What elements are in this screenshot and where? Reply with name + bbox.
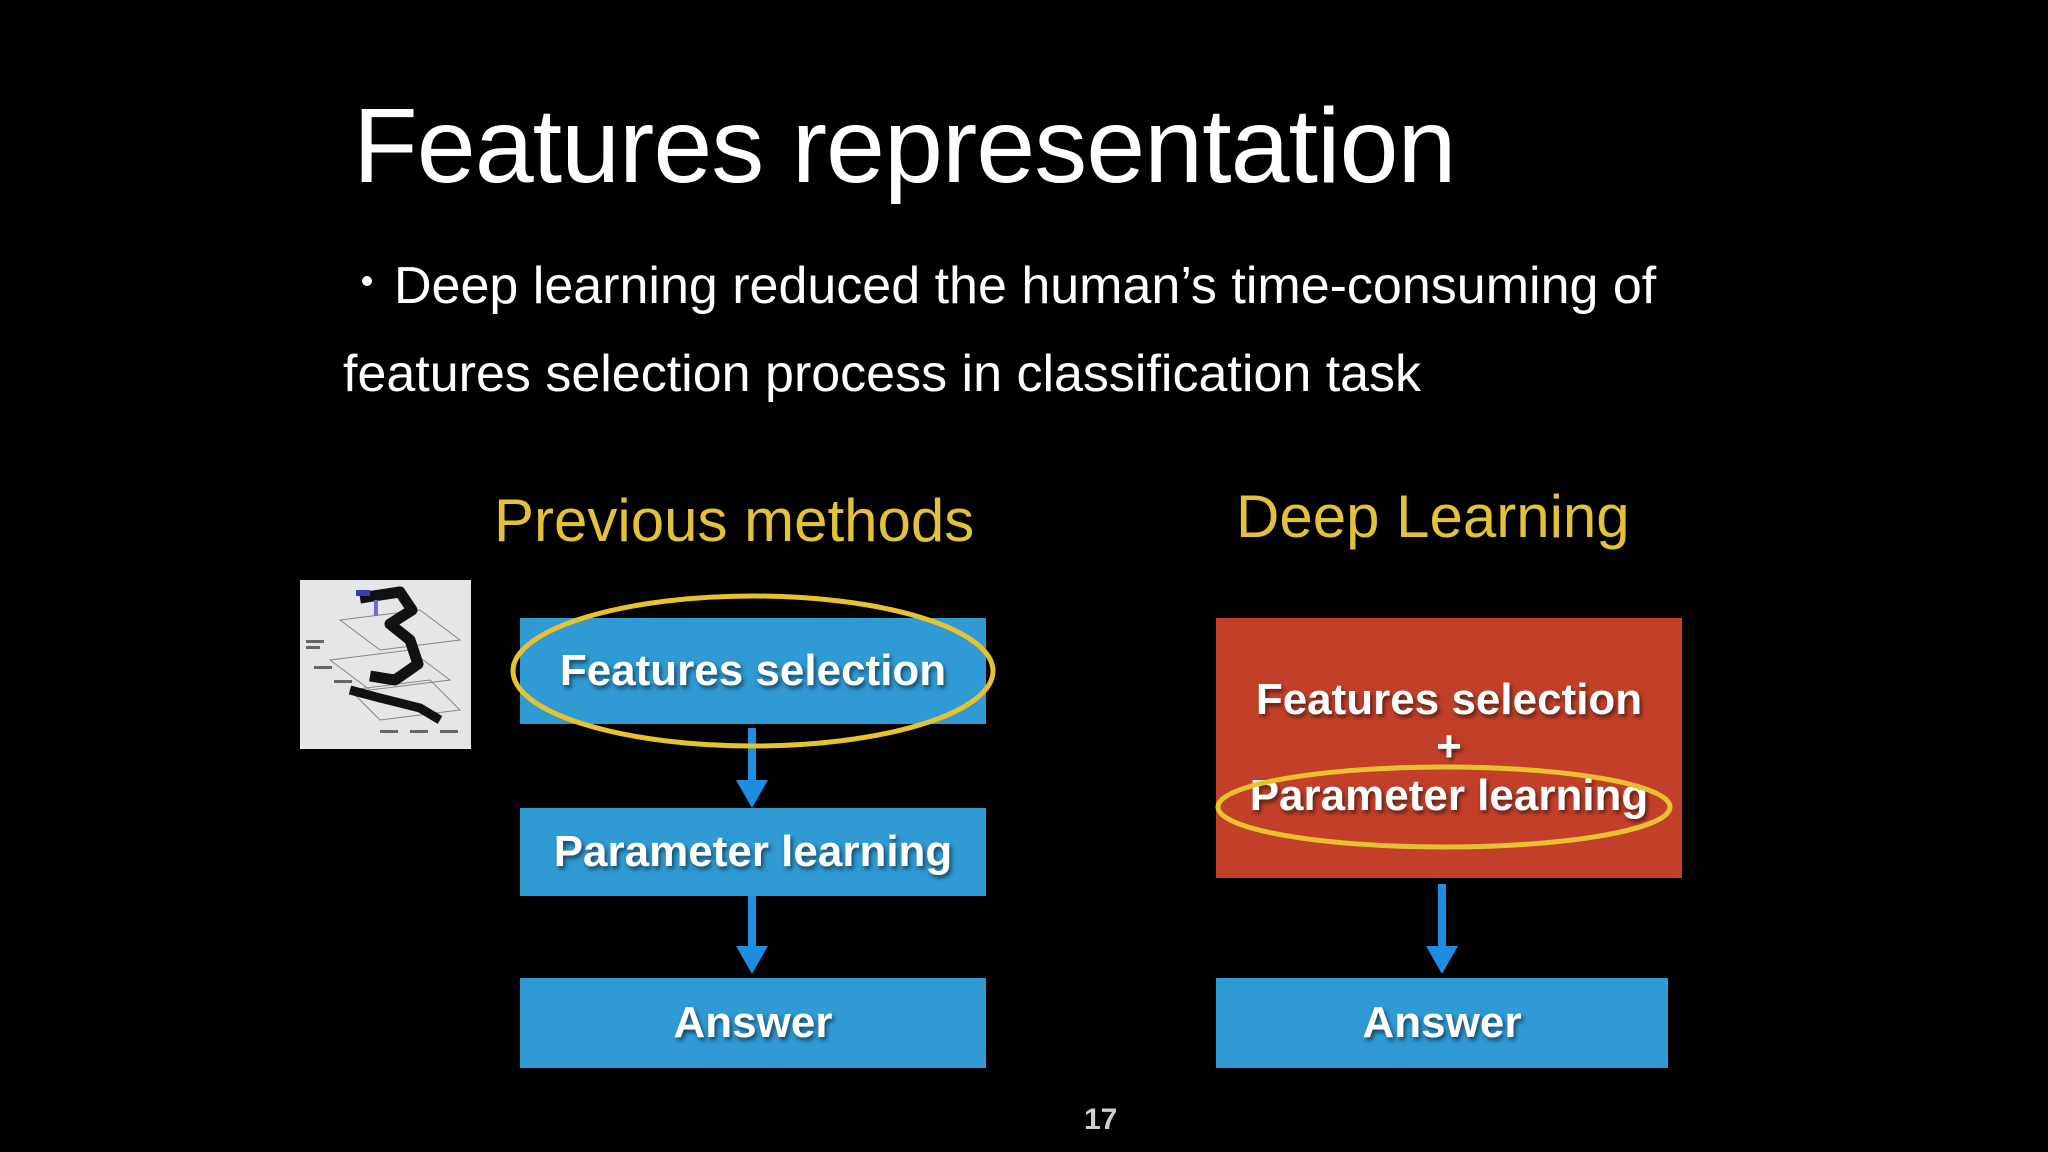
combined-plus-label: + xyxy=(1436,722,1462,772)
answer-box-right: Answer xyxy=(1216,978,1668,1068)
previous-methods-heading: Previous methods xyxy=(494,487,975,554)
bullet-line-1: Deep learning reduced the human’s time-c… xyxy=(362,257,1657,315)
arrow-down-icon xyxy=(1426,884,1458,974)
combined-learning-box: Features selection + Parameter learning xyxy=(1216,618,1682,878)
combined-features-selection-label: Features selection xyxy=(1255,675,1643,725)
bullet-text-1: Deep learning reduced the human’s time-c… xyxy=(394,257,1657,315)
arrow-down-icon xyxy=(736,728,768,808)
arrow-down-icon xyxy=(736,896,768,974)
bullet-dot-icon xyxy=(362,276,372,287)
mnist-digit-convolution-figure-icon xyxy=(300,580,471,749)
mnist-digit-thumbnail xyxy=(300,580,471,749)
answer-box-left: Answer xyxy=(520,978,986,1068)
deep-learning-heading: Deep Learning xyxy=(1236,483,1630,550)
combined-parameter-learning-label: Parameter learning xyxy=(1249,770,1649,820)
features-selection-box: Features selection xyxy=(520,618,986,724)
slide-title: Features representation xyxy=(353,87,1456,205)
parameter-learning-box: Parameter learning xyxy=(520,808,986,896)
page-number: 17 xyxy=(1084,1103,1118,1136)
bullet-line-2: features selection process in classifica… xyxy=(343,345,1422,403)
